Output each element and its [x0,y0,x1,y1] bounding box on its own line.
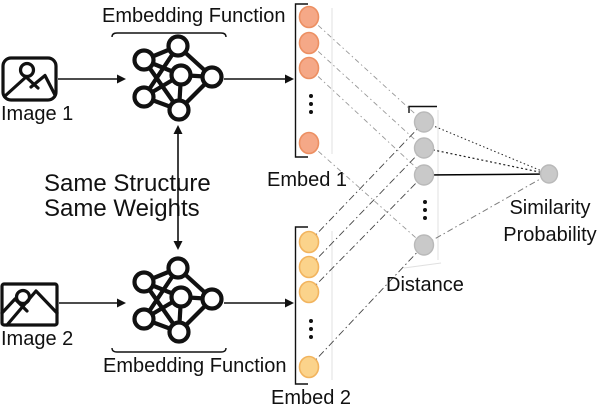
distance-node [413,137,435,159]
embedding-function-bottom-label: Embedding Function [103,355,287,377]
bracket-embed2 [294,226,308,385]
image1-label: Image 1 [1,103,74,125]
embedding-network-bottom-icon [135,259,222,342]
distance-label: Distance [386,274,464,296]
mountains-icon [3,73,57,98]
mountains-icon [0,289,59,327]
embed1-node [298,131,320,155]
similarity-probability-label: Similarity Probability [503,197,597,246]
embed1-node [298,31,320,55]
embed2-node [298,355,320,379]
sun-icon [18,61,36,79]
bracket-distance-top [408,105,437,113]
bracket-embed1 [294,3,308,158]
embed1-label: Embed 1 [267,169,348,191]
embed2-to-distance-lines [308,121,425,368]
embed2-node [298,255,320,279]
embed1-nodes [298,5,320,155]
embed1-node [298,5,320,29]
distance-node [413,111,435,133]
embedding-network-top-icon [135,37,222,120]
brace-embedding-function-bottom [111,347,227,353]
distance-node [413,234,435,256]
same-structure-text: Same Structure [44,170,211,197]
ellipsis-dots [423,200,427,220]
embed2-nodes [298,230,320,379]
embed1-to-distance-lines [308,16,425,246]
ellipsis-dots [309,319,313,339]
similarity-output-node [539,164,559,184]
distance-nodes [413,111,435,256]
image2-label: Image 2 [1,328,74,350]
embed1-node [298,56,320,80]
embed2-node [298,230,320,254]
image2-icon [0,282,59,327]
brace-embedding-function-top [111,32,227,38]
same-weights-text: Same Weights [44,195,200,222]
embed2-label: Embed 2 [271,387,352,409]
embedding-function-top-label: Embedding Function [102,5,286,27]
distance-to-output-lines [423,121,550,246]
distance-node [413,164,435,186]
image1-icon [1,56,58,102]
embed2-node [298,280,320,304]
shared-weights-note: Same Structure Same Weights [44,171,211,221]
ellipsis-dots [309,94,313,114]
